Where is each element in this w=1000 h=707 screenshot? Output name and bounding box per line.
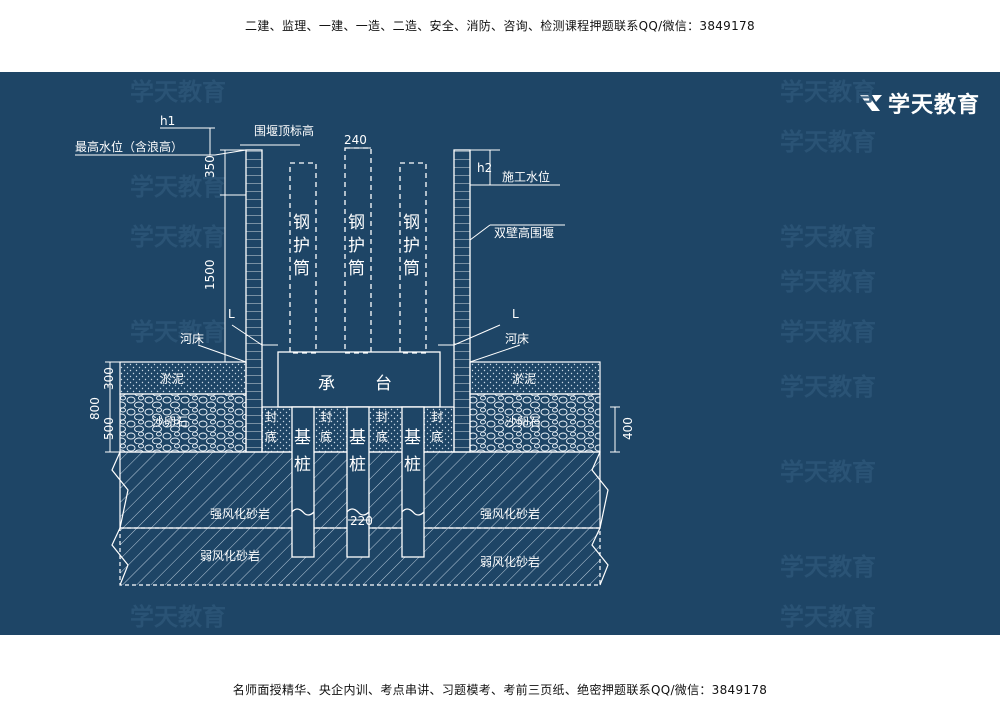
cofferdam-walls [245,149,471,453]
watermark: 学天教育 [130,78,226,106]
watermark: 学天教育 [780,603,876,631]
label-dim-240: 240 [344,133,367,147]
label-riverbed-left: 河床 [180,332,204,346]
label-gravel-left: 沙卵石 [152,415,188,429]
label-cofferdam-top: 围堰顶标高 [254,123,314,138]
label-dim-220: 220 [350,514,373,528]
pile-2-char1: 基 [349,428,366,448]
watermark: 学天教育 [130,173,226,201]
label-dim-800: 800 [88,397,102,420]
watermark: 学天教育 [780,318,876,346]
dimension-lines [75,127,620,521]
label-silt-left: 淤泥 [160,372,184,386]
watermark: 学天教育 [780,223,876,251]
label-dim-1500: 1500 [203,259,217,290]
watermark: 学天教育 [780,458,876,486]
label-construction-water: 施工水位 [502,169,550,184]
label-h2: h2 [477,161,492,175]
label-weak-left: 弱风化砂岩 [200,548,260,563]
casing-3-char1: 钢 [403,213,420,233]
top-banner: 二建、监理、一建、一造、二造、安全、消防、咨询、检测课程押题联系QQ/微信：38… [0,0,1000,72]
casing-1-char2: 护 [293,236,310,256]
brand-logo: 学天教育 [858,89,981,118]
label-strong-left: 强风化砂岩 [210,506,270,521]
seal-2-char2: 底 [320,429,332,444]
label-riverbed-right: 河床 [505,332,529,346]
seal-4-char2: 底 [431,429,443,444]
watermark: 学天教育 [130,318,226,346]
casing-2-char3: 筒 [348,259,365,279]
casing-1-char3: 筒 [293,259,310,279]
label-L-left: L [228,307,235,321]
seal-1-char1: 封 [265,410,277,424]
watermarks: 学天教育 学天教育 学天教育 学天教育 学天教育 学天教育 学天教育 学天教育 … [130,78,876,631]
casing-1-char1: 钢 [293,213,310,233]
label-silt-right: 淤泥 [512,372,536,386]
label-weak-right: 弱风化砂岩 [480,554,540,569]
label-dim-300: 300 [102,367,116,390]
cap-char1: 承 [318,374,335,394]
watermark: 学天教育 [780,268,876,296]
label-dim-500: 500 [102,417,116,440]
watermark: 学天教育 [780,78,876,106]
pile-3-char2: 桩 [404,455,421,475]
casing-3-char2: 护 [403,236,420,256]
seal-3-char2: 底 [376,429,388,444]
structure-labels: 钢 护 筒 钢 护 筒 钢 护 筒 承 台 基 桩 基 桩 基 桩 [293,213,421,475]
watermark: 学天教育 [130,223,226,251]
pile-1-char1: 基 [294,428,311,448]
seal-1-char2: 底 [265,429,277,444]
watermark: 学天教育 [780,553,876,581]
casing-3-char3: 筒 [403,259,420,279]
label-dim-400: 400 [621,417,635,440]
seal-4-char1: 封 [431,410,443,424]
label-dim-350: 350 [203,155,217,178]
cap-char2: 台 [375,374,392,394]
label-gravel-right: 沙卵石 [505,415,541,429]
label-strong-right: 强风化砂岩 [480,506,540,521]
label-max-water: 最高水位（含浪高） [75,139,183,154]
seal-2-char1: 封 [320,410,332,424]
casing-2-char2: 护 [348,236,365,256]
watermark: 学天教育 [780,373,876,401]
diagram-labels: h1 最高水位（含浪高） 围堰顶标高 240 h2 施工水位 双壁高围堰 350… [75,114,635,569]
pile-1-char2: 桩 [294,455,311,475]
pile-2-char2: 桩 [349,455,366,475]
casing-2-char1: 钢 [348,213,365,233]
pile-cap [277,351,441,408]
top-banner-text: 二建、监理、一建、一造、二造、安全、消防、咨询、检测课程押题联系QQ/微信：38… [245,19,755,33]
bottom-banner: 名师面授精华、央企内训、考点串讲、习题模考、考前三页纸、绝密押题联系QQ/微信：… [0,635,1000,707]
watermark: 学天教育 [780,128,876,156]
label-h1: h1 [160,114,175,128]
watermark: 学天教育 [130,603,226,631]
label-L-right: L [512,307,519,321]
brand-logo-icon [860,95,882,111]
seal-3-char1: 封 [376,410,388,424]
seal-labels: 封 底 封 底 封 底 封 底 [265,410,443,444]
label-double-wall: 双壁高围堰 [494,225,554,240]
bottom-banner-text: 名师面授精华、央企内训、考点串讲、习题模考、考前三页纸、绝密押题联系QQ/微信：… [232,683,768,697]
pile-3-char1: 基 [404,428,421,448]
brand-logo-text: 学天教育 [888,93,981,118]
